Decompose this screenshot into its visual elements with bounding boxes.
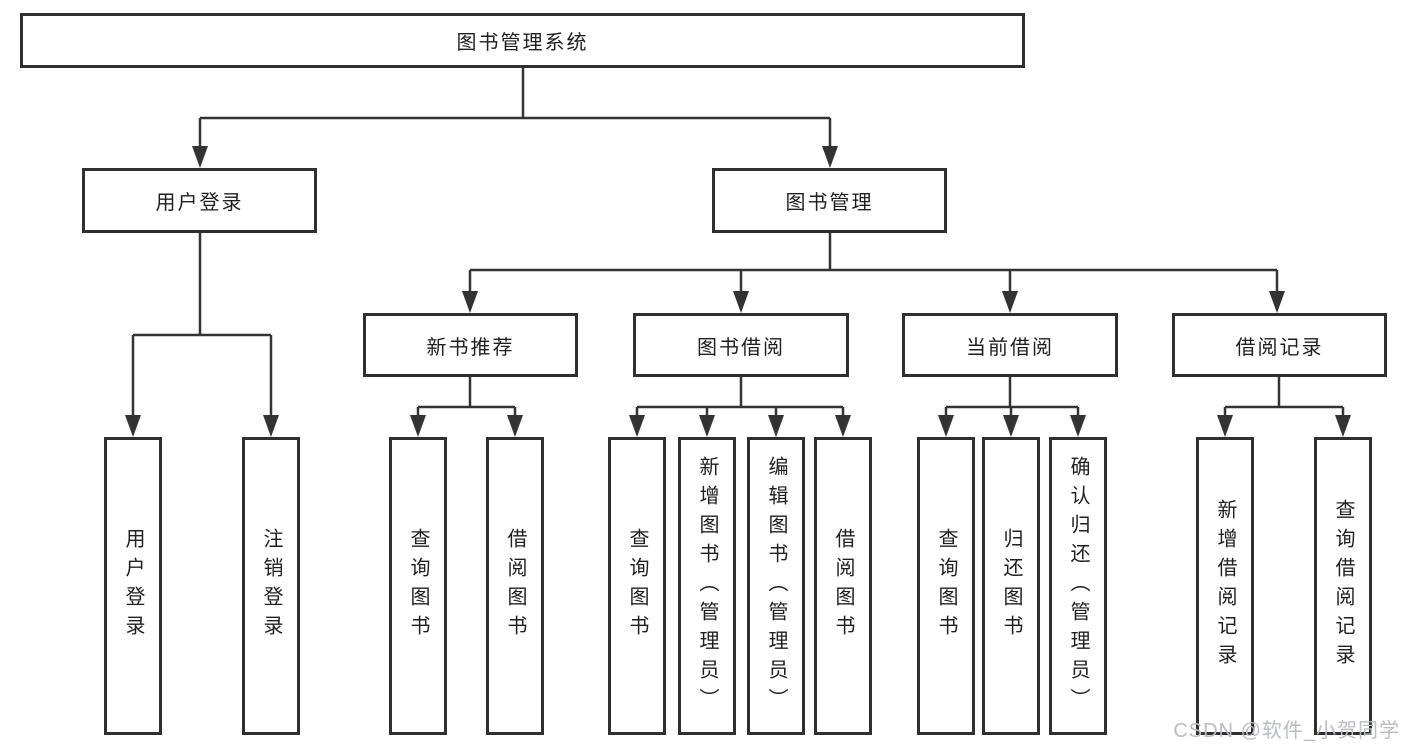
csdn-watermark: CSDN @软件_小贺同学	[1173, 720, 1400, 742]
node-user-login-label: 用户登录	[155, 192, 244, 214]
node-book-borrow-label: 图书借阅	[697, 336, 785, 359]
leaf-edit-books-admin: 编辑图书（管理员）	[747, 437, 805, 735]
leaf-return-books-label: 归还图书	[1000, 528, 1022, 644]
node-current-borrow: 当前借阅	[902, 313, 1118, 377]
node-user-login: 用户登录	[82, 168, 317, 233]
leaf-query-books-current: 查询图书	[917, 437, 975, 735]
leaf-borrow-books-recommend: 借阅图书	[486, 437, 544, 735]
node-library-system: 图书管理系统	[20, 13, 1025, 68]
leaf-user-login: 用户登录	[104, 437, 162, 735]
leaf-logout-label: 注销登录	[260, 528, 282, 644]
node-library-system-label: 图书管理系统	[456, 32, 589, 54]
node-new-book-recommend-label: 新书推荐	[426, 336, 515, 359]
leaf-borrow-books-recommend-label: 借阅图书	[504, 528, 526, 644]
arrowheads	[125, 146, 1351, 437]
leaf-user-login-label: 用户登录	[122, 528, 144, 644]
leaf-borrow-books-label: 借阅图书	[832, 528, 854, 644]
leaf-return-books: 归还图书	[982, 437, 1040, 735]
leaf-add-books-admin: 新增图书（管理员）	[678, 437, 736, 735]
node-book-management-label: 图书管理	[785, 192, 874, 214]
leaf-query-borrow-record-label: 查询借阅记录	[1332, 499, 1354, 673]
leaf-confirm-return-admin-label: 确认归还（管理员）	[1067, 455, 1089, 717]
leaf-add-borrow-record: 新增借阅记录	[1196, 437, 1254, 735]
node-current-borrow-label: 当前借阅	[966, 336, 1054, 359]
node-book-borrow: 图书借阅	[633, 313, 849, 377]
leaf-query-books-borrow-label: 查询图书	[626, 528, 648, 644]
leaf-query-books-recommend: 查询图书	[389, 437, 447, 735]
leaf-confirm-return-admin: 确认归还（管理员）	[1049, 437, 1107, 735]
node-new-book-recommend: 新书推荐	[363, 313, 578, 377]
node-borrow-records: 借阅记录	[1172, 313, 1387, 377]
leaf-query-books-borrow: 查询图书	[608, 437, 666, 735]
leaf-borrow-books: 借阅图书	[814, 437, 872, 735]
leaf-logout: 注销登录	[242, 437, 300, 735]
leaf-add-books-admin-label: 新增图书（管理员）	[696, 455, 718, 717]
leaf-query-borrow-record: 查询借阅记录	[1314, 437, 1372, 735]
leaf-query-books-current-label: 查询图书	[935, 528, 957, 644]
leaf-add-borrow-record-label: 新增借阅记录	[1214, 499, 1236, 673]
leaf-query-books-recommend-label: 查询图书	[407, 528, 429, 644]
node-book-management: 图书管理	[712, 168, 947, 233]
node-borrow-records-label: 借阅记录	[1235, 336, 1324, 359]
leaf-edit-books-admin-label: 编辑图书（管理员）	[765, 455, 787, 717]
